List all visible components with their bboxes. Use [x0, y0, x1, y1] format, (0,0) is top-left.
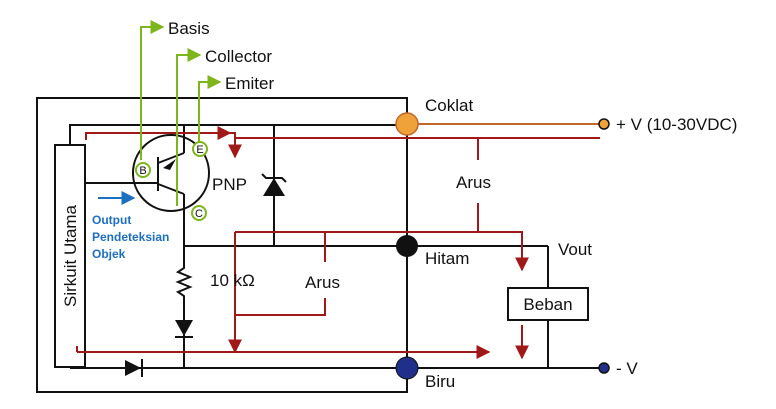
diode-vertical: [175, 320, 193, 338]
resistor: [175, 264, 193, 298]
pin-e-letter: E: [196, 144, 203, 156]
blue-terminal: [395, 356, 419, 380]
current-label-top: Arus: [456, 173, 491, 192]
pin-c-letter: C: [195, 208, 203, 220]
pnp-label: PNP: [212, 175, 247, 194]
vminus-terminal: [598, 362, 610, 374]
diode-bottom: [125, 359, 143, 377]
load-box: [507, 287, 589, 321]
output-label-2: Pendeteksian: [92, 230, 169, 244]
main-circuit-label: Sirkuit Utama: [61, 204, 80, 307]
pin-b-circle: [135, 162, 151, 178]
vplus-terminal: [598, 118, 610, 130]
pnp-transistor: [132, 134, 210, 212]
output-label-3: Objek: [92, 247, 126, 261]
resistor-label: 10 kΩ: [210, 271, 255, 290]
vplus-label: + V (10-30VDC): [616, 115, 737, 134]
black-terminal: [396, 235, 418, 257]
pin-b-letter: B: [139, 165, 146, 177]
current-label-mid: Arus: [305, 273, 340, 292]
basis-label: Basis: [168, 19, 210, 38]
load-label: Beban: [523, 295, 572, 314]
pin-e-circle: [192, 141, 208, 157]
pin-leaders: [140, 20, 222, 206]
pin-c-circle: [191, 205, 207, 221]
black-terminal-label: Hitam: [425, 249, 469, 268]
vminus-label: - V: [616, 359, 638, 378]
output-label-1: Output: [92, 213, 131, 227]
vout-label: Vout: [558, 240, 592, 259]
current-paths: [76, 126, 600, 360]
zener-diode: [261, 173, 287, 196]
brown-terminal: [395, 112, 419, 136]
emiter-label: Emiter: [225, 74, 274, 93]
blue-terminal-label: Biru: [425, 372, 455, 391]
collector-label: Collector: [205, 47, 272, 66]
brown-terminal-label: Coklat: [425, 96, 473, 115]
wiring: [69, 123, 600, 369]
